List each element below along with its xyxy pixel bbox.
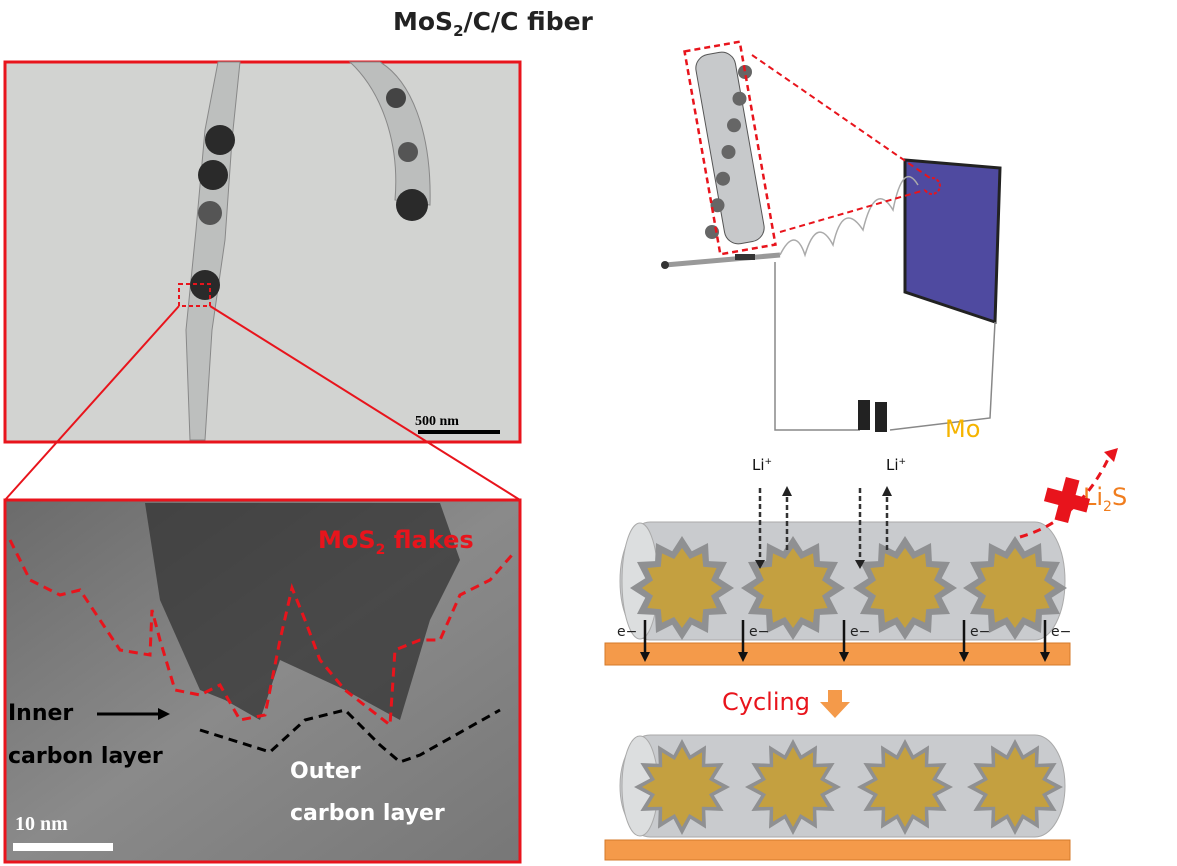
outer-label-2: carbon layer	[290, 801, 445, 826]
power-supply	[858, 400, 870, 430]
zoom-region-box	[178, 283, 211, 307]
mos2-particles	[190, 88, 428, 300]
zoom-line-left	[4, 305, 180, 501]
fiber-particle	[716, 171, 730, 186]
cycling-label: Cycling	[722, 688, 810, 716]
mechanism-before: e− e− e− e− e−	[604, 486, 1071, 666]
down-arrow-icon	[820, 690, 850, 718]
mos2-particle	[865, 548, 945, 628]
hrtem-image-panel: MoS2 flakes Inner carbon layer Outer car…	[3, 498, 522, 864]
fiber-particle	[710, 198, 725, 213]
carbon-boundary-line	[199, 708, 501, 764]
fiber-particle	[738, 65, 752, 79]
fiber-2	[348, 61, 431, 206]
mos2-particle	[642, 747, 722, 827]
jet-spiral	[779, 175, 919, 258]
electron-label: e−	[749, 624, 769, 640]
fiber-particle	[727, 118, 741, 133]
electron-label: e−	[970, 624, 990, 640]
mos2-particle	[642, 548, 722, 628]
mos2-particle	[865, 747, 945, 827]
fiber-particle	[732, 91, 747, 106]
inner-label-2: carbon layer	[8, 744, 163, 769]
hrtem-scale-bar	[13, 843, 113, 851]
carbon-fiber-cylinder-after	[619, 734, 1066, 838]
blocked-cross-icon	[1043, 476, 1091, 524]
electron-label: e−	[850, 624, 870, 640]
flake-boundary-line	[8, 539, 514, 728]
mos2-particle	[753, 747, 833, 827]
zoom-line-right	[209, 305, 521, 501]
scale-label: 500 nm	[415, 414, 459, 429]
li-ion-label-2: Li+	[886, 456, 906, 474]
fiber-particle	[721, 145, 736, 159]
figure-title: MoS2/C/C fiber	[393, 7, 594, 40]
electrospinning-setup	[661, 40, 1002, 432]
mo-label: Mo	[945, 415, 980, 443]
electron-label: e−	[1051, 624, 1071, 640]
mos2-particle	[975, 747, 1055, 827]
tem-image-panel: 500 nm	[3, 60, 522, 444]
hrtem-scale-label: 10 nm	[15, 813, 68, 835]
li-ion-label-1: Li+	[752, 456, 772, 474]
mos2-particle	[753, 548, 833, 628]
mechanism-after	[604, 734, 1071, 861]
outer-label-1: Outer	[290, 759, 361, 784]
current-collector-after	[604, 839, 1071, 861]
inner-label-1: Inner	[8, 701, 73, 726]
syringe	[664, 252, 781, 268]
electron-label: e−	[617, 624, 637, 640]
collector-plate	[903, 158, 1002, 325]
mos2-particle	[975, 548, 1055, 628]
fiber-1	[185, 61, 241, 441]
mos2-flakes-label: MoS2 flakes	[318, 526, 474, 558]
current-collector	[604, 642, 1071, 666]
carbon-fiber-cylinder	[619, 521, 1066, 641]
